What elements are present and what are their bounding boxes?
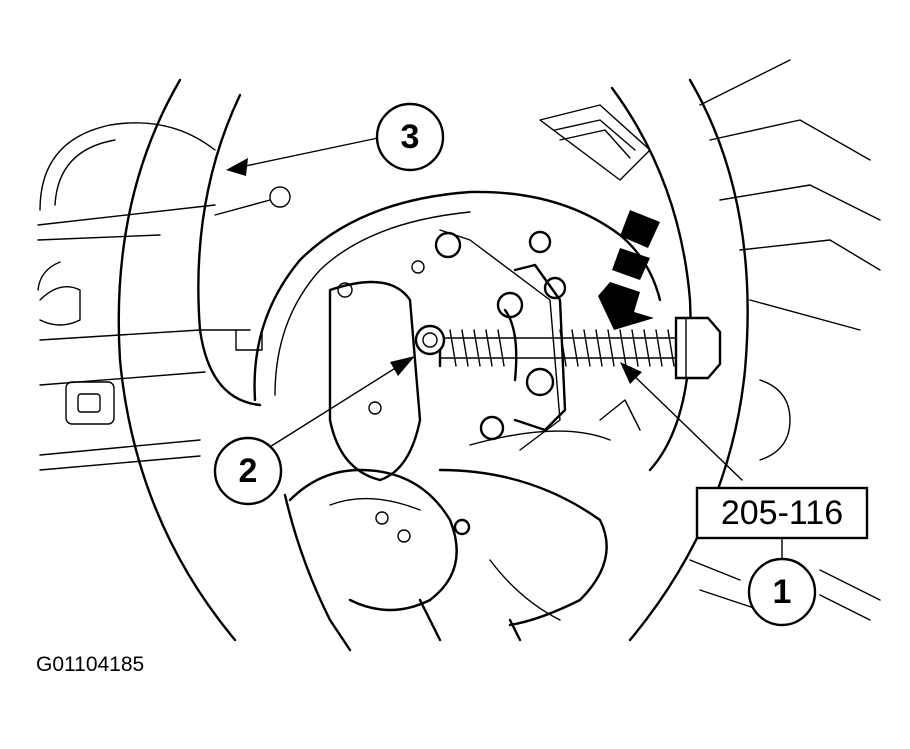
dashboard-right bbox=[539, 59, 881, 621]
callout-2-label: 2 bbox=[239, 452, 258, 490]
tool-label: 205-116 bbox=[721, 494, 843, 532]
callout-1: 1 bbox=[747, 557, 817, 627]
puller-tool bbox=[414, 263, 722, 432]
callout-3: 3 bbox=[375, 102, 445, 172]
callout-leaders bbox=[226, 137, 783, 563]
callout-1-label: 1 bbox=[773, 573, 792, 611]
lower-covers bbox=[288, 468, 608, 652]
instrument-cluster bbox=[37, 122, 291, 471]
pull-direction-arrow bbox=[598, 210, 660, 330]
callout-3-label: 3 bbox=[401, 118, 420, 156]
tool-label-box: 205-116 bbox=[695, 486, 869, 540]
figure-id: G01104185 bbox=[36, 653, 144, 676]
steering-wheel-rim bbox=[117, 78, 749, 642]
callout-2: 2 bbox=[213, 436, 283, 506]
